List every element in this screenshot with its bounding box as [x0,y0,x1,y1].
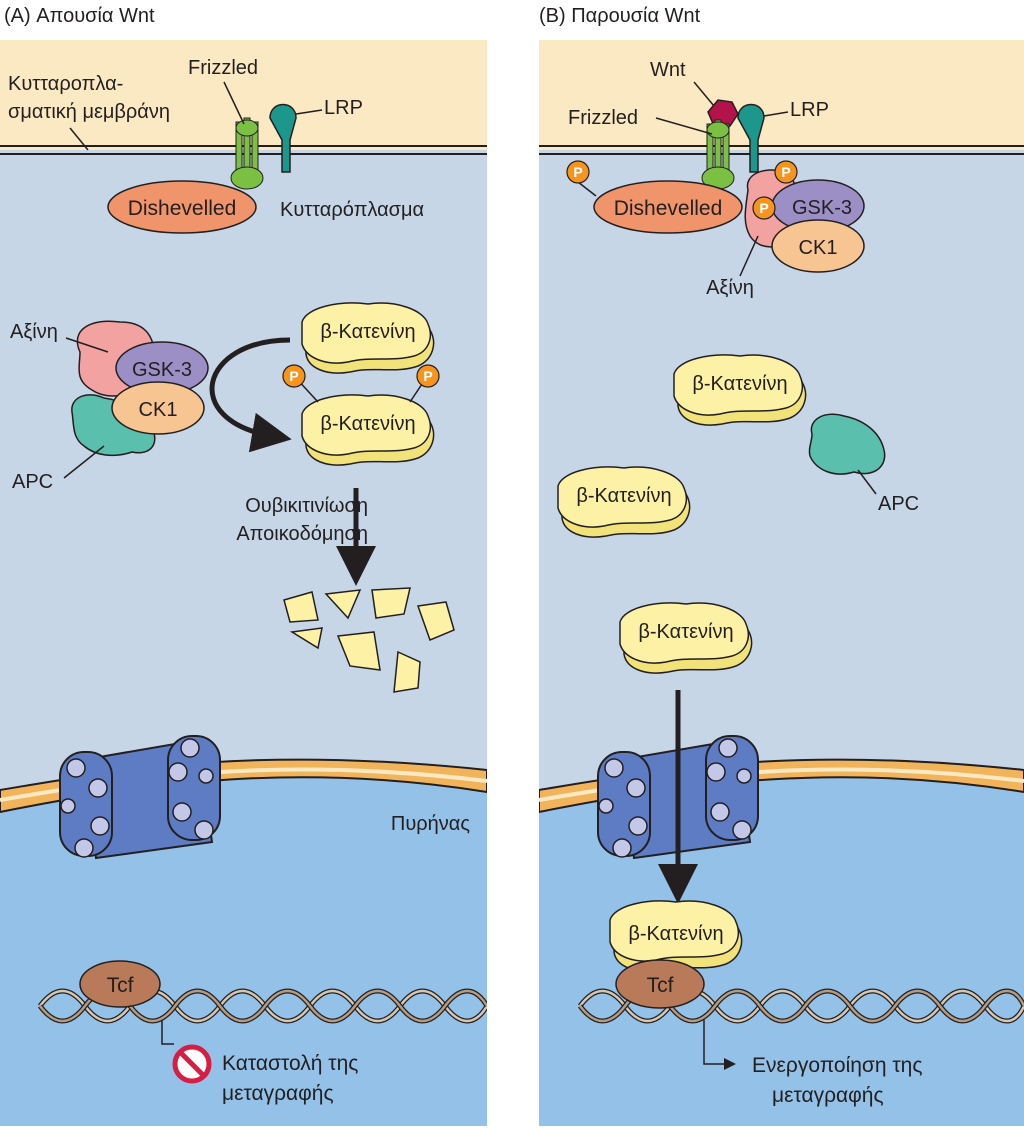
lrp-leader [763,111,789,117]
beta-catenin-phosphorylated-label: β-Κατενίνη [320,413,415,435]
frizzled-receptor [701,119,735,190]
activation-label-line2: μεταγραφής [772,1084,884,1107]
degradation-label: Αποικοδόμηση [236,523,368,545]
beta-catenin-label: β-Κατενίνη [692,373,787,395]
repression-label-line1: Καταστολή της [222,1052,358,1075]
frizzled-label: Frizzled [568,107,638,129]
membrane-leader [69,127,89,151]
activation-label-line1: Ενεργοποίηση της [752,1054,922,1077]
axin-label: Αξίνη [706,277,754,299]
apc-leader [857,469,877,495]
panel-b [539,40,1024,1126]
beta-catenin-tcf-label: β-Κατενίνη [628,923,723,945]
phospho-label: P [423,368,432,384]
ck1-label: CK1 [139,399,178,421]
membrane-label-line2: σματική μεμβράνη [8,101,170,123]
beta-catenin-label: β-Κατενίνη [638,621,733,643]
lrp-receptor [737,103,765,173]
dishevelled-protein [107,180,257,234]
phosphorylation-arrow [209,337,292,453]
nucleus-label: Πυρήνας [391,813,470,835]
apc-leader [63,445,105,479]
nuclear-pore [597,735,759,860]
ck1-protein [771,219,865,273]
extracellular-space [539,40,1024,150]
tcf-protein [615,959,705,1009]
frizzled-leader [223,81,245,125]
gsk3-label: GSK-3 [792,197,852,219]
no-entry-icon [172,1044,212,1084]
dishevelled-label: Dishevelled [614,197,723,220]
phospho-label: P [289,368,298,384]
phospho-label: P [781,164,790,180]
activation-arrow [703,1020,736,1070]
dishevelled-protein [593,180,743,234]
apc-label: APC [878,493,919,515]
repression-label-line2: μεταγραφής [222,1082,334,1105]
wnt-leader [693,81,715,107]
nuclear-pore [59,735,221,860]
dishevelled-label: Dishevelled [128,197,237,220]
catenin-fragments [283,587,455,693]
promoter-line [161,1020,174,1045]
frizzled-receptor [230,117,264,190]
beta-catenin-label: β-Κατενίνη [320,321,415,343]
ck1-protein [111,381,205,435]
apc-protein [808,413,886,475]
nucleus-region [539,775,1024,1126]
phospho-link [577,181,597,197]
gsk3-label: GSK-3 [132,359,192,381]
tcf-label: Tcf [107,974,134,997]
axin-leader [65,337,109,353]
tcf-protein [79,960,161,1008]
ck1-label: CK1 [799,237,838,259]
lrp-label: LRP [324,97,363,119]
nucleus-region [0,775,487,1126]
frizzled-label: Frizzled [188,57,258,79]
ubiquitination-label: Ουβικιτινίωση [245,495,368,517]
lrp-receptor [269,103,297,173]
membrane-label-line1: Κυτταροπλα- [8,73,123,95]
apc-label: APC [12,471,53,493]
cytoplasm-label: Κυτταρόπλασμα [280,199,424,221]
beta-catenin-label: β-Κατενίνη [576,485,671,507]
panel-a-title: (A) Απουσία Wnt [4,5,155,27]
panel-b-title: (B) Παρουσία Wnt [539,5,701,27]
wnt-label: Wnt [650,59,686,81]
phospho-label: P [759,200,768,216]
tcf-label: Tcf [647,974,674,997]
lrp-leader [295,109,323,115]
panel-a [0,40,487,1126]
lrp-label: LRP [790,99,829,121]
phospho-label: P [573,164,582,180]
frizzled-leader [655,117,713,135]
axin-label: Αξίνη [10,321,58,343]
axin-leader [739,235,759,277]
